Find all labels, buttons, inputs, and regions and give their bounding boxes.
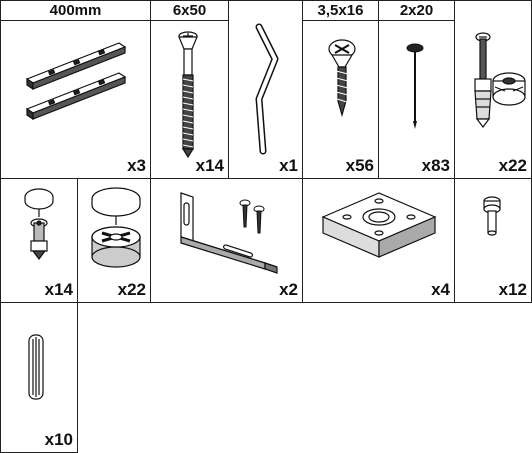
part-cell-nail: 2x20 x83 (379, 0, 455, 179)
part-quantity: x10 (44, 430, 73, 449)
wood-screw-icon (325, 39, 359, 119)
part-quantity: x1 (279, 156, 298, 175)
nail-icon (405, 41, 425, 131)
part-cell-cam-bolt: x14 (0, 179, 78, 303)
part-cell-mounting-plate: x4 (303, 179, 455, 303)
cam-bolt-icon (17, 187, 61, 267)
part-quantity: x12 (498, 280, 527, 299)
l-bracket-with-screws-icon (173, 189, 285, 275)
part-cell-hex-key: x1 (229, 0, 303, 179)
part-quantity: x14 (44, 280, 73, 299)
part-cell-wood-screw: 3,5x16 x56 (303, 0, 379, 179)
part-cell-confirmat-screw: 6x50 (151, 0, 229, 179)
part-cell-l-bracket: x2 (151, 179, 303, 303)
part-cell-wood-dowel: x10 (0, 303, 78, 453)
part-cell-shelf-support: x12 (455, 179, 532, 303)
part-quantity: x14 (195, 156, 224, 175)
wood-dowel-icon (25, 331, 47, 407)
confirmat-screw-icon (173, 29, 203, 159)
part-size-label: 3,5x16 (303, 1, 378, 21)
hex-key-icon (247, 19, 287, 159)
drawer-slide-rails-icon (19, 31, 134, 131)
part-cell-cam-bolt-set: x22 (455, 0, 532, 179)
cam-lock-icon (84, 185, 148, 275)
part-quantity: x22 (498, 156, 527, 175)
shelf-support-pin-icon (479, 195, 505, 245)
part-quantity: x4 (431, 280, 450, 299)
part-size-label: 2x20 (379, 1, 454, 21)
mounting-plate-icon (313, 187, 445, 265)
part-quantity: x22 (117, 280, 146, 299)
part-size-label: 400mm (1, 1, 150, 21)
part-size-label: 6x50 (151, 1, 228, 21)
cam-bolt-set-icon (465, 29, 529, 147)
part-quantity: x2 (279, 280, 298, 299)
part-quantity: x83 (421, 156, 450, 175)
part-cell-drawer-slides: 400mm (0, 0, 151, 179)
part-quantity: x56 (345, 156, 374, 175)
part-quantity: x3 (127, 156, 146, 175)
part-cell-cam-lock: x22 (78, 179, 151, 303)
